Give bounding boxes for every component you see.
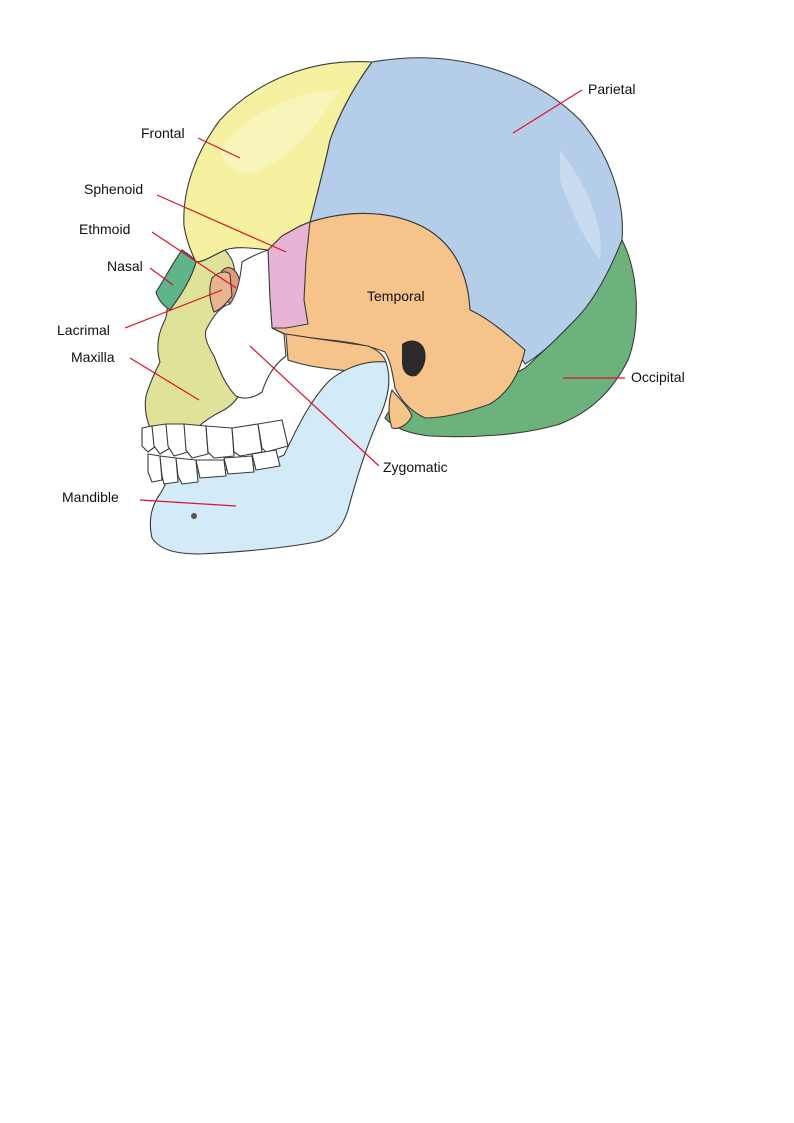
label-maxilla: Maxilla — [71, 349, 115, 365]
lower-teeth — [147, 449, 281, 485]
tooth — [205, 425, 235, 459]
label-sphenoid: Sphenoid — [84, 181, 143, 197]
mandible-bone — [149, 361, 390, 555]
mental-foramen — [191, 513, 197, 519]
tooth — [159, 455, 179, 485]
leader-lines — [124, 89, 625, 507]
tooth — [195, 459, 227, 479]
leader-zygomatic — [249, 345, 380, 467]
tooth — [231, 423, 263, 457]
label-nasal: Nasal — [107, 258, 143, 274]
leader-ethmoid — [151, 231, 237, 289]
parietal-shade — [560, 150, 601, 260]
leader-mandible — [139, 499, 237, 507]
leader-sphenoid — [156, 194, 287, 253]
leader-lacrimal — [124, 289, 223, 329]
mastoid-process — [388, 389, 413, 429]
label-zygomatic: Zygomatic — [383, 459, 448, 475]
label-temporal: Temporal — [367, 288, 425, 304]
tooth — [175, 457, 199, 485]
label-occipital: Occipital — [631, 369, 685, 385]
upper-teeth — [141, 419, 289, 459]
tooth — [257, 419, 289, 453]
tooth — [183, 423, 209, 459]
label-mandible: Mandible — [62, 489, 119, 505]
tooth — [151, 423, 171, 455]
leader-parietal — [512, 89, 583, 134]
label-parietal: Parietal — [588, 81, 635, 97]
label-ethmoid: Ethmoid — [79, 221, 130, 237]
leader-frontal — [197, 137, 241, 159]
temporal-bone — [271, 212, 526, 419]
tooth — [165, 423, 189, 457]
tooth — [147, 453, 163, 483]
ear-canal-icon — [402, 340, 426, 377]
frontal-shade — [220, 90, 340, 174]
label-lacrimal: Lacrimal — [57, 322, 110, 338]
tooth — [223, 455, 255, 475]
tooth — [251, 449, 281, 471]
leader-nasal — [149, 267, 174, 286]
label-frontal: Frontal — [141, 125, 185, 141]
leader-maxilla — [129, 357, 200, 401]
